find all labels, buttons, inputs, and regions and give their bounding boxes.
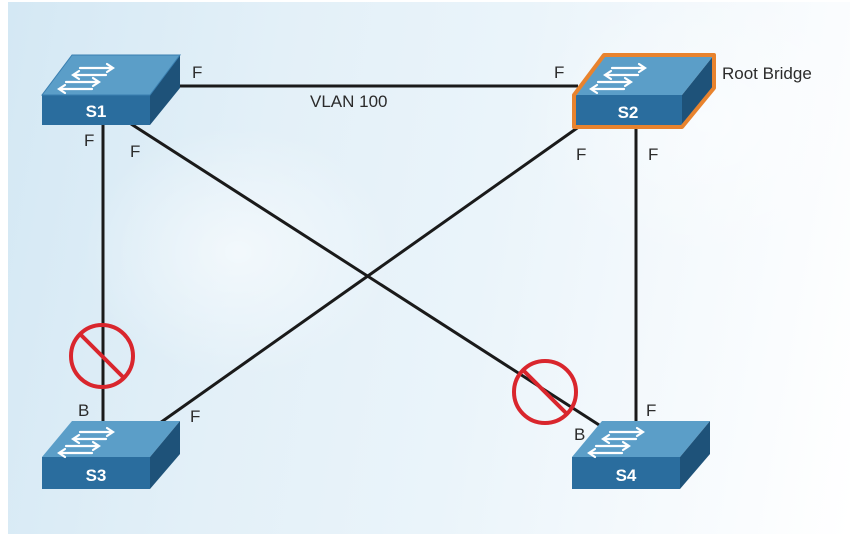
switch-s4[interactable]: S4 [572, 421, 710, 489]
port-state-s2-s1: F [554, 63, 564, 82]
root-bridge-label: Root Bridge [722, 64, 812, 83]
port-state-s2-s3: F [576, 145, 586, 164]
switch-s2-label: S2 [618, 103, 639, 122]
blocked-port-icon [512, 359, 578, 425]
blocked-port-icon [69, 323, 135, 389]
port-state-s4-s1: B [574, 425, 585, 444]
switch-s1-label: S1 [86, 102, 107, 121]
switch-s1[interactable]: S1 [41, 54, 181, 125]
port-state-s2-s4: F [648, 145, 658, 164]
port-state-s1-s3: F [84, 131, 94, 150]
vlan-label: VLAN 100 [310, 92, 388, 111]
link-s2-s3 [149, 124, 581, 432]
port-state-s3-s2: F [190, 407, 200, 426]
switch-s3-label: S3 [86, 466, 107, 485]
port-state-s4-s2: F [646, 401, 656, 420]
root-bridge-highlight [572, 53, 716, 129]
port-state-s1-s4: F [130, 142, 140, 161]
port-state-s1-s2: F [192, 63, 202, 82]
switch-s2[interactable]: S2 [572, 53, 716, 129]
links [101, 84, 638, 434]
switch-s4-label: S4 [616, 466, 637, 485]
port-state-s3-s1: B [78, 401, 89, 420]
switch-s3[interactable]: S3 [42, 421, 180, 489]
